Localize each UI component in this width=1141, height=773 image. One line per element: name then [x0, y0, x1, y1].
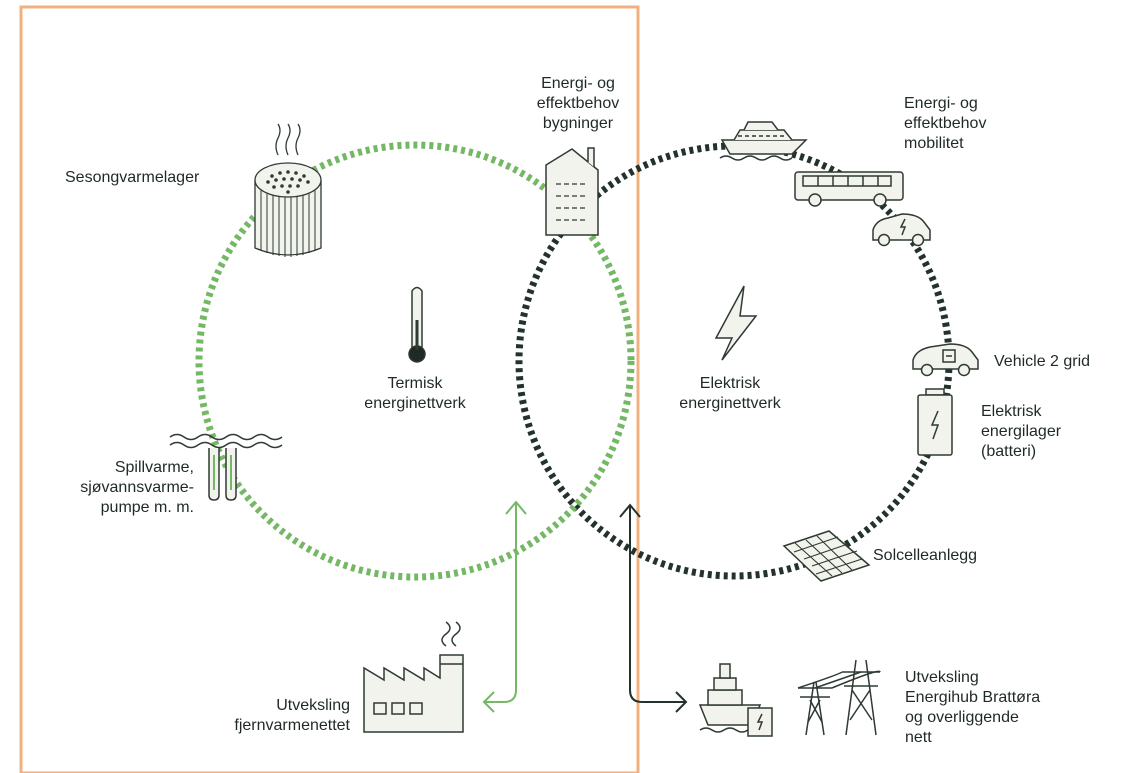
label-line: Vehicle 2 grid [994, 353, 1091, 370]
label-electric-network: Elektrisk energinettverk [655, 374, 805, 414]
label-line: Termisk [387, 375, 443, 392]
label-line: og overliggende [905, 709, 1019, 726]
lightning-icon [714, 285, 758, 361]
label-line: pumpe m. m. [100, 499, 194, 516]
thermometer-icon [408, 286, 426, 363]
label-line: mobilitet [904, 135, 964, 152]
energy-hub-exchange-arrow [619, 503, 688, 713]
electric-car-icon [872, 213, 931, 247]
label-line: bygninger [542, 115, 614, 132]
solar-panel-icon [782, 530, 871, 582]
label-line: Energi- og [541, 75, 615, 92]
label-line: Sesongvarmelager [65, 169, 200, 186]
label-line: fjernvarmenettet [234, 717, 350, 734]
label-solar: Solcelleanlegg [873, 546, 977, 566]
label-line: Energihub Brattøra [905, 689, 1041, 706]
factory-icon [363, 621, 464, 733]
label-vehicle-2-grid: Vehicle 2 grid [994, 352, 1090, 372]
label-line: Solcelleanlegg [873, 547, 978, 564]
label-seasonal-storage: Sesongvarmelager [65, 168, 199, 188]
label-line: sjøvannsvarme- [80, 479, 194, 496]
thermal-network-ring [195, 141, 635, 581]
building-icon [545, 147, 599, 236]
label-mobility: Energi- og effektbehov mobilitet [904, 94, 986, 154]
battery-icon [917, 388, 953, 456]
label-line: Energi- og [904, 95, 978, 112]
vehicle-to-grid-icon [912, 343, 979, 377]
label-battery: Elektrisk energilager (batteri) [981, 402, 1061, 462]
heat-storage-icon [254, 123, 322, 257]
bus-icon [794, 171, 904, 207]
label-line: effektbehov [904, 115, 987, 132]
label-line: effektbehov [536, 95, 620, 112]
label-line: Elektrisk [981, 403, 1042, 420]
label-district-heating: Utveksling fjernvarmenettet [200, 696, 350, 736]
label-line: Elektrisk [699, 375, 761, 392]
label-line: (batteri) [981, 443, 1037, 460]
label-line: nett [905, 729, 932, 746]
label-line: Spillvarme, [114, 459, 194, 476]
ferry-icon [719, 121, 808, 161]
label-energy-hub: Utveksling Energihub Brattøra og overlig… [905, 668, 1040, 748]
label-thermal-network: Termisk energinettverk [340, 374, 490, 414]
power-pylon-icon [797, 659, 881, 736]
label-buildings: Energi- og effektbehov bygninger [522, 74, 634, 134]
label-line: energinettverk [364, 395, 466, 412]
label-line: energilager [981, 423, 1062, 440]
label-line: energinettverk [679, 395, 781, 412]
ship-icon [698, 663, 773, 737]
seawater-pump-icon [169, 433, 283, 501]
district-heating-exchange-arrow [482, 500, 527, 713]
label-line: Utveksling [905, 669, 979, 686]
label-line: Utveksling [276, 697, 350, 714]
highlight-frame [19, 5, 640, 773]
label-waste-heat: Spillvarme, sjøvannsvarme- pumpe m. m. [36, 458, 194, 518]
